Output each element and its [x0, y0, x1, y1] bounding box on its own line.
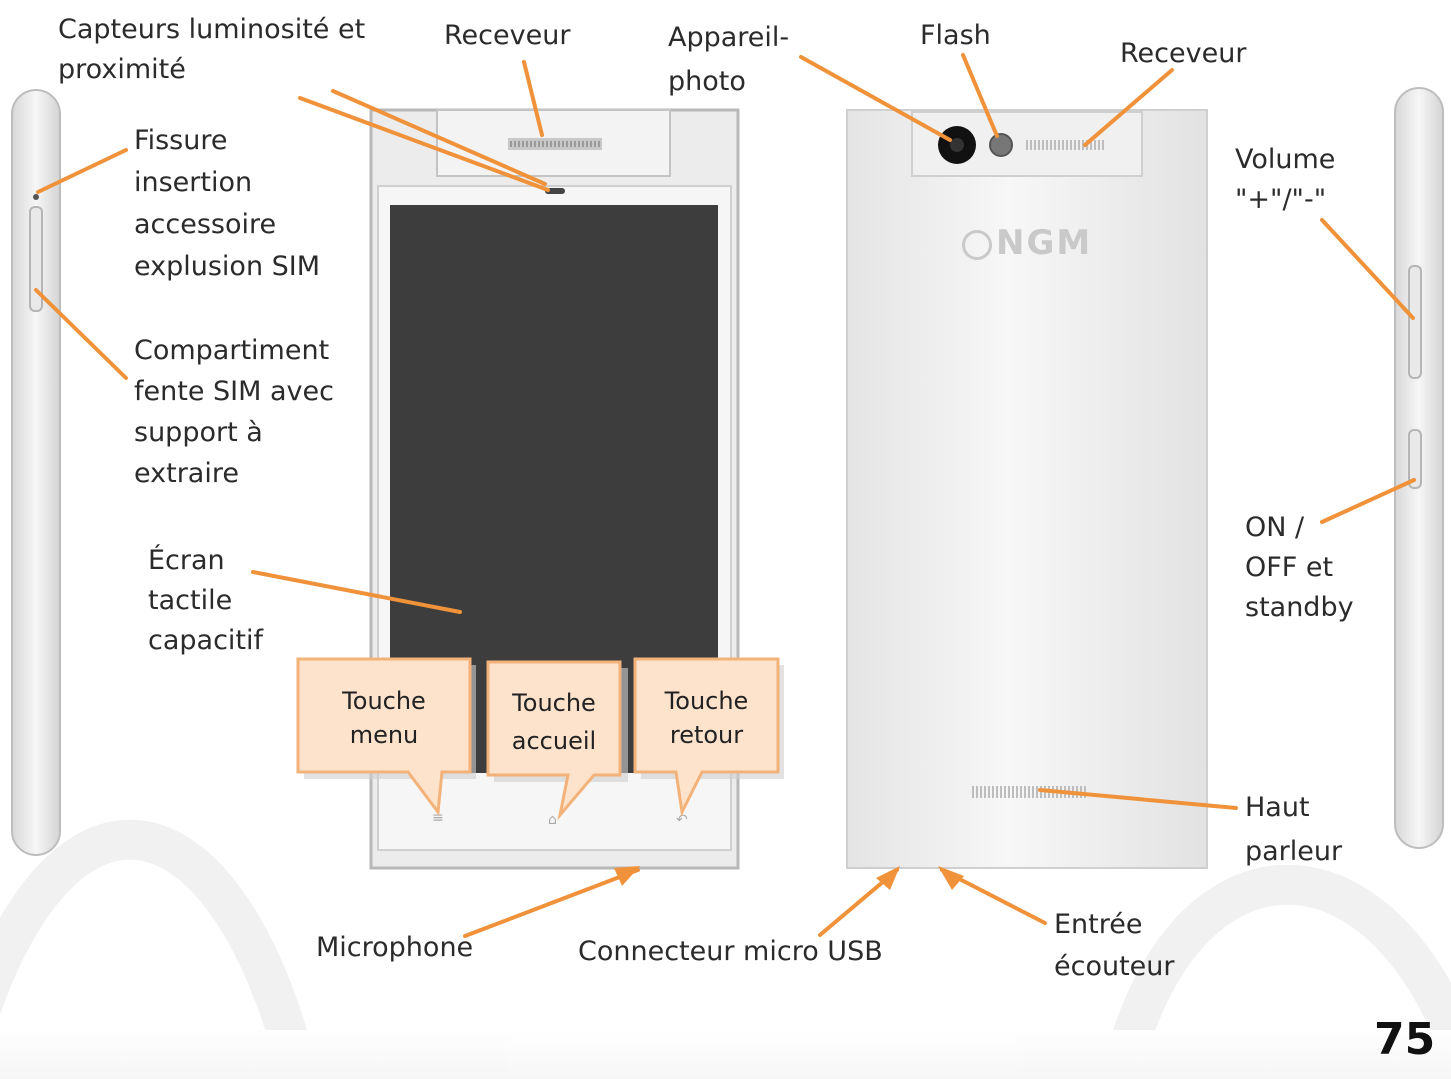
- leader-receiver-front: [522, 60, 544, 137]
- bubble-text-retour: Touche retour: [664, 687, 749, 749]
- bubble-text-accueil: Touche accueil: [511, 689, 597, 755]
- sim-slot: [29, 206, 43, 312]
- label-capteurs: Capteurs luminosité et proximité: [58, 14, 366, 85]
- bubble-retour: [633, 657, 784, 817]
- leader-sensor-1: [298, 96, 550, 192]
- label-appareil-photo: Appareil- photo: [668, 22, 790, 97]
- bubble-menu: [296, 657, 476, 816]
- leader-camera: [799, 55, 952, 142]
- label-volume: Volume "+"/"-": [1235, 144, 1336, 215]
- label-microphone: Microphone: [316, 932, 474, 963]
- leader-flash: [961, 53, 999, 138]
- leader-volume: [1320, 218, 1415, 320]
- label-on-off: ON / OFF et standby: [1245, 512, 1354, 623]
- proximity-sensor: [545, 188, 565, 194]
- arrow-microphone: [614, 866, 640, 886]
- label-ecran: Écran tactile capacitif: [148, 545, 264, 656]
- bubble-text-menu: Touche menu: [342, 687, 426, 749]
- page-number: 75: [1374, 1014, 1436, 1065]
- label-haut-parleur: Haut parleur: [1245, 792, 1343, 867]
- label-compartiment: Compartiment fente SIM avec support à ex…: [134, 335, 334, 489]
- leader-fissure: [36, 148, 128, 194]
- bubble-accueil: [486, 660, 628, 821]
- phone-back: [846, 109, 1208, 869]
- leader-sensor-2: [331, 89, 547, 186]
- power-button: [1408, 429, 1422, 489]
- back-key-icon: ↶: [676, 812, 688, 828]
- label-flash: Flash: [920, 20, 991, 51]
- leader-haut-parleur: [1038, 788, 1238, 810]
- leader-receiver-back: [1083, 68, 1174, 147]
- phone-right-side: [1394, 87, 1444, 849]
- leader-compartiment: [34, 288, 128, 380]
- phone-left-side: [11, 89, 61, 856]
- leader-arrowheads: [614, 866, 964, 890]
- menu-key-icon: ≡: [432, 810, 444, 826]
- label-fissure: Fissure insertion accessoire explusion S…: [134, 125, 321, 282]
- arrow-entree: [938, 866, 964, 890]
- label-entree: Entrée écouteur: [1054, 909, 1175, 982]
- label-usb: Connecteur micro USB: [578, 936, 883, 967]
- leader-microphone: [463, 868, 640, 938]
- flash-led: [989, 133, 1013, 157]
- label-receveur-front: Receveur: [444, 20, 571, 51]
- callout-bubbles: [296, 657, 784, 821]
- leader-ecran: [251, 570, 462, 614]
- brand-mark-icon: [962, 229, 992, 260]
- leader-onoff: [1320, 478, 1416, 524]
- volume-button: [1408, 265, 1422, 379]
- background-arcs: [0, 820, 1451, 1079]
- accessory-hole: [33, 194, 39, 200]
- home-key-icon: ⌂: [548, 812, 557, 828]
- label-receveur-back: Receveur: [1120, 38, 1247, 69]
- arrow-usb: [876, 866, 900, 890]
- brand-logo: NGM: [962, 223, 1092, 263]
- earpiece-grille: [508, 138, 602, 150]
